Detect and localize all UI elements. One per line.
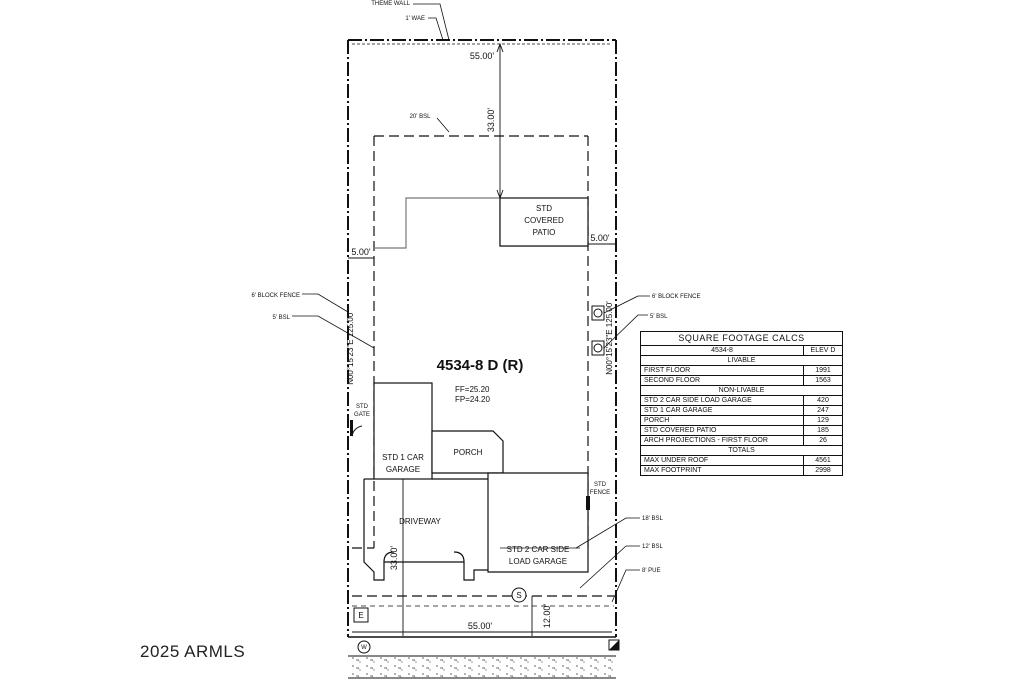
table-row: MAX UNDER ROOF 4561 <box>641 456 842 466</box>
rear-bsl-label: 20' BSL <box>410 114 431 120</box>
row-value: 247 <box>817 407 829 414</box>
row-value: 1563 <box>815 377 831 384</box>
porch-block: PORCH <box>431 430 504 474</box>
row-value: 26 <box>819 437 827 444</box>
ff-label: FF=25.20 <box>455 385 490 394</box>
row-value: 129 <box>817 417 829 424</box>
square-footage-table: SQUARE FOOTAGE CALCS 4534-8 ELEV D LIVAB… <box>640 331 843 476</box>
left-fence-label: 6' BLOCK FENCE <box>252 293 301 299</box>
ac-units <box>591 305 605 356</box>
section-totals: TOTALS <box>641 446 842 456</box>
leader-lines <box>292 3 650 603</box>
table-row: FIRST FLOOR 1991 <box>641 366 842 376</box>
left-gate-label-1: STD <box>356 404 369 410</box>
sewer-symbol: S <box>511 587 527 603</box>
sidewalk <box>348 655 616 679</box>
row-value: 1991 <box>815 367 831 374</box>
right-bsl-label: 5' BSL <box>650 314 668 320</box>
sewer-symbol-text: S <box>516 591 521 600</box>
water-symbol: W <box>357 640 371 654</box>
meter-symbol <box>608 639 620 651</box>
copyright-watermark: 2025 ARMLS <box>140 642 246 661</box>
table-row: PORCH 129 <box>641 416 842 426</box>
row-label: STD 2 CAR SIDE LOAD GARAGE <box>641 396 804 405</box>
left-gate-label-2: GATE <box>354 412 370 418</box>
dimension-lines <box>348 42 616 636</box>
driveway-label: DRIVEWAY <box>399 517 441 526</box>
table-header-row: 4534-8 ELEV D <box>641 346 842 356</box>
patio-label-1: STD <box>536 204 552 213</box>
table-title: SQUARE FOOTAGE CALCS <box>641 332 842 346</box>
row-label: STD COVERED PATIO <box>641 426 804 435</box>
rear-setback-dim: 33.00' <box>486 108 496 133</box>
front-bsl-18-label: 18' BSL <box>642 516 663 522</box>
left-bearing: N00°15'23"E 125.00' <box>346 311 355 385</box>
garage-2-label-2: LOAD GARAGE <box>509 557 567 566</box>
right-bearing: N00°15'23"E 125.00' <box>605 301 614 375</box>
row-label: MAX FOOTPRINT <box>641 466 804 475</box>
electric-symbol: E <box>353 607 369 623</box>
patio-label-2: COVERED <box>524 216 564 225</box>
table-row: SECOND FLOOR 1563 <box>641 376 842 386</box>
row-label: ARCH PROJECTIONS - FIRST FLOOR <box>641 436 804 445</box>
row-value: 2998 <box>815 467 831 474</box>
section-non-livable: NON-LIVABLE <box>641 386 842 396</box>
table-row: STD 1 CAR GARAGE 247 <box>641 406 842 416</box>
row-label: FIRST FLOOR <box>641 366 804 375</box>
front-setback-dim: 12.00' <box>542 604 552 629</box>
row-label: PORCH <box>641 416 804 425</box>
wae-label: 1' WAE <box>405 16 425 22</box>
fp-label: FP=24.20 <box>455 395 490 404</box>
right-side-dim: 5.00' <box>590 233 610 243</box>
row-label: MAX UNDER ROOF <box>641 456 804 465</box>
pue-label: 8' PUE <box>642 568 661 574</box>
right-gate-label-2: FENCE <box>590 490 610 496</box>
right-gate: STD FENCE <box>586 482 610 510</box>
header-plan: 4534-8 <box>641 346 804 355</box>
garage-1-label-2: GARAGE <box>386 465 420 474</box>
garage-2-car-block: STD 2 CAR SIDE LOAD GARAGE <box>487 472 589 573</box>
left-gate: STD GATE <box>350 404 370 437</box>
row-value: 420 <box>817 397 829 404</box>
electric-symbol-text: E <box>358 611 363 620</box>
garage-1-label-1: STD 1 CAR <box>382 453 424 462</box>
table-row: MAX FOOTPRINT 2998 <box>641 466 842 475</box>
theme-wall-label: THEME WALL <box>371 1 410 7</box>
driveway-dim: 33.00' <box>389 546 399 571</box>
patio-block: STD COVERED PATIO <box>499 197 589 247</box>
left-side-dim: 5.00' <box>351 247 371 257</box>
header-elev: ELEV D <box>810 347 836 354</box>
section-livable: LIVABLE <box>641 356 842 366</box>
garage-1-car-block: STD 1 CAR GARAGE <box>373 382 433 480</box>
front-bsl-12-label: 12' BSL <box>642 544 663 550</box>
water-symbol-text: W <box>361 645 367 651</box>
porch-label: PORCH <box>454 448 483 457</box>
row-value: 4561 <box>815 457 831 464</box>
lot-boundary <box>347 39 617 638</box>
right-gate-label-1: STD <box>594 482 607 488</box>
left-bsl-label: 5' BSL <box>273 315 291 321</box>
table-row: STD COVERED PATIO 185 <box>641 426 842 436</box>
front-dim: 55.00' <box>468 621 493 631</box>
right-fence-label: 6' BLOCK FENCE <box>652 294 701 300</box>
driveway: DRIVEWAY <box>363 478 488 581</box>
row-label: SECOND FLOOR <box>641 376 804 385</box>
patio-label-3: PATIO <box>533 228 556 237</box>
row-label: STD 1 CAR GARAGE <box>641 406 804 415</box>
table-row: ARCH PROJECTIONS - FIRST FLOOR 26 <box>641 436 842 446</box>
model-label: 4534-8 D (R) <box>437 357 524 374</box>
row-value: 185 <box>817 427 829 434</box>
rear-dim: 55.00' <box>470 51 495 61</box>
garage-2-label-1: STD 2 CAR SIDE <box>507 545 570 554</box>
table-row: STD 2 CAR SIDE LOAD GARAGE 420 <box>641 396 842 406</box>
